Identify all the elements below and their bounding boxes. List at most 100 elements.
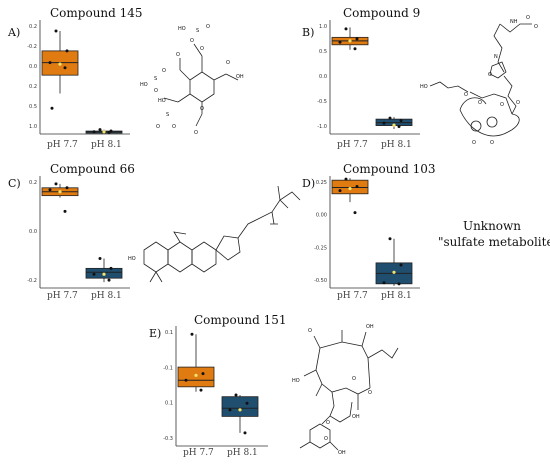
x-label-1: pH 8.1 — [227, 448, 258, 458]
atom-label: O — [488, 72, 492, 78]
atom-label: HO — [420, 84, 428, 90]
atom-label: HO — [140, 82, 148, 88]
panel-title: Compound 103 — [343, 162, 436, 176]
atom-label: O — [352, 376, 356, 382]
panel-title: Compound 66 — [50, 162, 135, 176]
y-tick-label: -0.3 — [163, 436, 173, 442]
y-tick-label: -0.25 — [314, 245, 327, 251]
y-tick-label: 0.1 — [165, 401, 173, 407]
box — [221, 396, 259, 417]
data-point — [228, 408, 232, 412]
data-point — [355, 37, 359, 41]
data-point — [48, 188, 52, 192]
molecule-structure: O O S HO O O O S HO O OH O O HO S O O O — [140, 24, 244, 136]
data-point — [338, 40, 342, 44]
y-tick-label: -0.2 — [27, 278, 37, 284]
atom-label: N — [494, 54, 498, 60]
panel-letter: D) — [302, 177, 316, 190]
data-point — [199, 388, 203, 392]
data-point — [382, 121, 386, 125]
atom-label: O — [200, 46, 204, 52]
x-label-0: pH 7.7 — [337, 140, 368, 150]
panel-letter: E) — [149, 327, 162, 340]
data-point — [399, 263, 403, 267]
atom-label: OH — [352, 414, 360, 420]
atom-label: S — [196, 28, 199, 34]
atom-label: O — [194, 130, 198, 136]
atom-label: O — [324, 436, 328, 442]
data-point — [344, 27, 348, 31]
data-point — [382, 281, 386, 285]
atom-label: O — [368, 390, 372, 396]
x-label-0: pH 7.7 — [183, 448, 214, 458]
box — [177, 366, 215, 388]
mean-marker — [58, 190, 62, 194]
y-tick-label: 0.2 — [29, 24, 37, 30]
annotation-note: Unknown "sulfate metabolite" — [438, 218, 550, 250]
atom-label: O — [308, 328, 312, 334]
atom-label: OH — [366, 324, 374, 330]
panel-title: Compound 145 — [50, 6, 143, 20]
molecule-structure: NH O O N O HO O O O O O O — [420, 15, 538, 146]
data-point — [109, 266, 113, 270]
box-plot: 0.1-0.10.1-0.3 — [163, 326, 268, 447]
atom-label: O — [190, 38, 194, 44]
x-label-0: pH 7.7 — [47, 140, 78, 150]
molecule-structure: O OH HO O O OH O O OH — [292, 324, 399, 456]
atom-label: O — [490, 140, 494, 146]
atom-label: HO — [158, 98, 166, 104]
mean-marker — [348, 39, 352, 43]
atom-label: O — [200, 106, 204, 112]
panel-letter: C) — [8, 177, 21, 190]
atom-label: O — [478, 100, 482, 106]
y-tick-label: 0.1 — [165, 330, 173, 336]
mean-marker — [102, 130, 106, 134]
data-point — [338, 189, 342, 193]
y-tick-label: 1.0 — [319, 24, 327, 30]
atom-label: O — [156, 124, 160, 130]
molecule-structure: HO — [128, 185, 301, 283]
data-point — [50, 106, 54, 110]
panel-letter: A) — [8, 26, 21, 39]
y-tick-label: 0.00 — [316, 213, 327, 219]
atom-label: O — [154, 88, 158, 94]
atom-label: O — [500, 102, 504, 108]
y-tick-label: -0.5 — [317, 99, 327, 105]
data-point — [65, 186, 69, 190]
y-tick-label: 0.2 — [29, 180, 37, 186]
x-label-1: pH 8.1 — [381, 291, 412, 301]
data-point — [397, 125, 401, 129]
atom-label: HO — [178, 26, 186, 32]
atom-label: O — [226, 60, 230, 66]
data-point — [92, 130, 96, 134]
x-label-1: pH 8.1 — [91, 140, 122, 150]
data-point — [201, 372, 205, 376]
mean-marker — [392, 270, 396, 274]
data-point — [63, 66, 67, 70]
box-plot: 1.00.50.0-0.5-1.0 — [317, 20, 420, 135]
y-tick-label: 0.0 — [29, 229, 37, 235]
data-point — [63, 209, 67, 213]
x-label-1: pH 8.1 — [91, 291, 122, 301]
panel-letter: B) — [302, 26, 315, 39]
y-tick-label: -0.50 — [314, 278, 327, 284]
atom-label: OH — [338, 450, 346, 456]
data-point — [184, 378, 188, 382]
x-label-1: pH 8.1 — [381, 140, 412, 150]
data-point — [353, 211, 357, 215]
atom-label: O — [472, 140, 476, 146]
data-point — [353, 47, 357, 51]
data-point — [388, 237, 392, 241]
data-point — [190, 332, 194, 336]
mean-marker — [348, 186, 352, 191]
atom-label: S — [154, 76, 157, 82]
data-point — [397, 282, 401, 286]
atom-label: HO — [292, 378, 300, 384]
atom-label: O — [162, 68, 166, 74]
data-point — [234, 393, 238, 397]
mean-marker — [102, 272, 106, 276]
data-point — [355, 184, 359, 188]
panel-title: Compound 9 — [343, 6, 421, 20]
data-point — [107, 278, 111, 282]
data-point — [92, 272, 96, 276]
